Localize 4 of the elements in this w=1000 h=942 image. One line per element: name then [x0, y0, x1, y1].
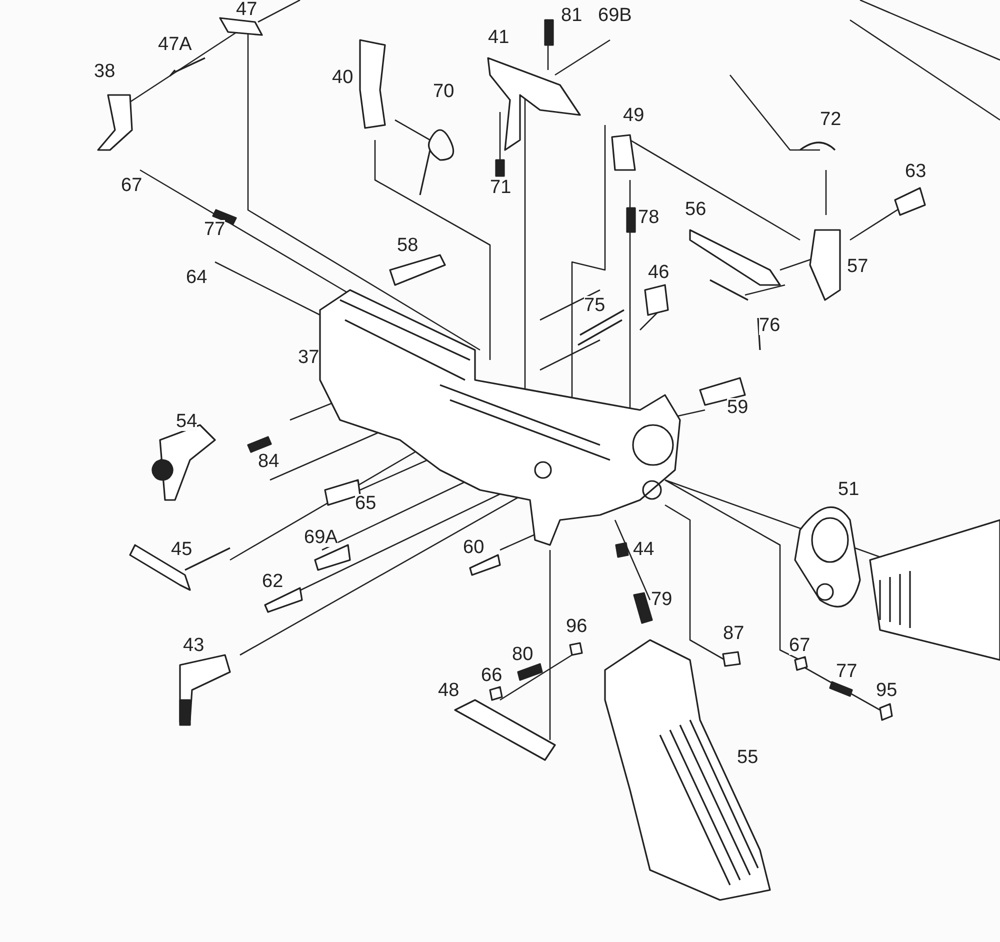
callout-number: 54 [176, 412, 198, 431]
callout-number: 67 [789, 636, 810, 655]
callout-number: 76 [759, 316, 780, 335]
callout-number: 69A [304, 528, 338, 547]
